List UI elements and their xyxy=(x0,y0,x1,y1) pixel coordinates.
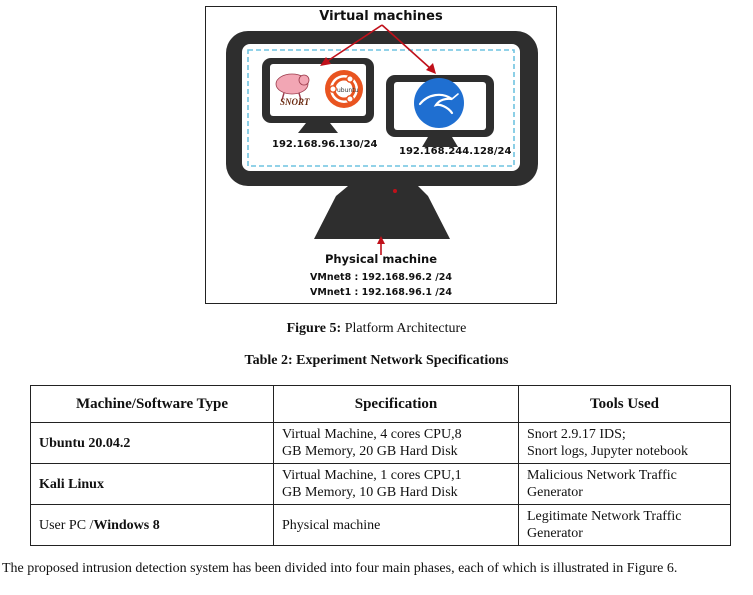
host-monitor-stand xyxy=(314,196,450,239)
body-paragraph: The proposed intrusion detection system … xyxy=(2,561,678,576)
vm1-ip-address: 192.168.96.130/24 xyxy=(272,139,378,150)
architecture-diagram: SNORT ubuntu xyxy=(226,24,538,255)
vmnet1-address: VMnet1 : 192.168.96.1 /24 xyxy=(310,287,452,298)
table-header-row: Machine/Software Type Specification Tool… xyxy=(30,385,731,423)
table-row: Kali Linux Virtual Machine, 1 cores CPU,… xyxy=(30,463,731,505)
table-row: User PC /Windows 8 Physical machine Legi… xyxy=(30,504,731,546)
machine-cell: User PC /Windows 8 xyxy=(30,504,274,546)
svg-text:SNORT: SNORT xyxy=(280,97,310,107)
network-specifications-table: Machine/Software Type Specification Tool… xyxy=(30,385,731,546)
machine-name: Windows 8 xyxy=(93,517,160,533)
vm1-monitor-stand xyxy=(298,123,338,133)
machine-name: Kali Linux xyxy=(39,476,104,492)
virtual-network-boundary xyxy=(247,49,515,167)
machine-name: Ubuntu 20.04.2 xyxy=(39,435,131,451)
table-row: Ubuntu 20.04.2 Virtual Machine, 4 cores … xyxy=(30,422,731,464)
vm-title-arrows xyxy=(320,24,436,255)
column-header: Machine/Software Type xyxy=(30,385,274,423)
vm2-ip-address: 192.168.244.128/24 xyxy=(399,146,512,157)
kali-linux-logo-icon xyxy=(414,78,464,128)
svg-text:ubuntu: ubuntu xyxy=(337,87,359,94)
specification-cell: Physical machine xyxy=(273,504,519,546)
ubuntu-logo-icon: ubuntu xyxy=(325,70,363,108)
machine-cell: Ubuntu 20.04.2 xyxy=(30,422,274,464)
column-header: Tools Used xyxy=(518,385,731,423)
column-header: Specification xyxy=(273,385,519,423)
platform-architecture-figure: SNORT ubuntu Virtua xyxy=(205,6,557,304)
figure-caption: Figure 5: Platform Architecture xyxy=(0,321,753,337)
vm2-monitor-stand xyxy=(422,137,458,147)
figure-caption-text: Platform Architecture xyxy=(344,321,467,336)
machine-cell: Kali Linux xyxy=(30,463,274,505)
table-title: Table 2: Experiment Network Specificatio… xyxy=(244,353,509,368)
snort-logo-icon: SNORT xyxy=(275,73,310,107)
figure-caption-label: Figure 5: xyxy=(286,321,342,336)
virtual-machines-label: Virtual machines xyxy=(319,9,443,24)
vmnet8-address: VMnet8 : 192.168.96.2 /24 xyxy=(310,272,452,283)
tools-cell: Snort 2.9.17 IDS;Snort logs, Jupyter not… xyxy=(518,422,731,464)
physical-machine-label: Physical machine xyxy=(324,252,438,266)
